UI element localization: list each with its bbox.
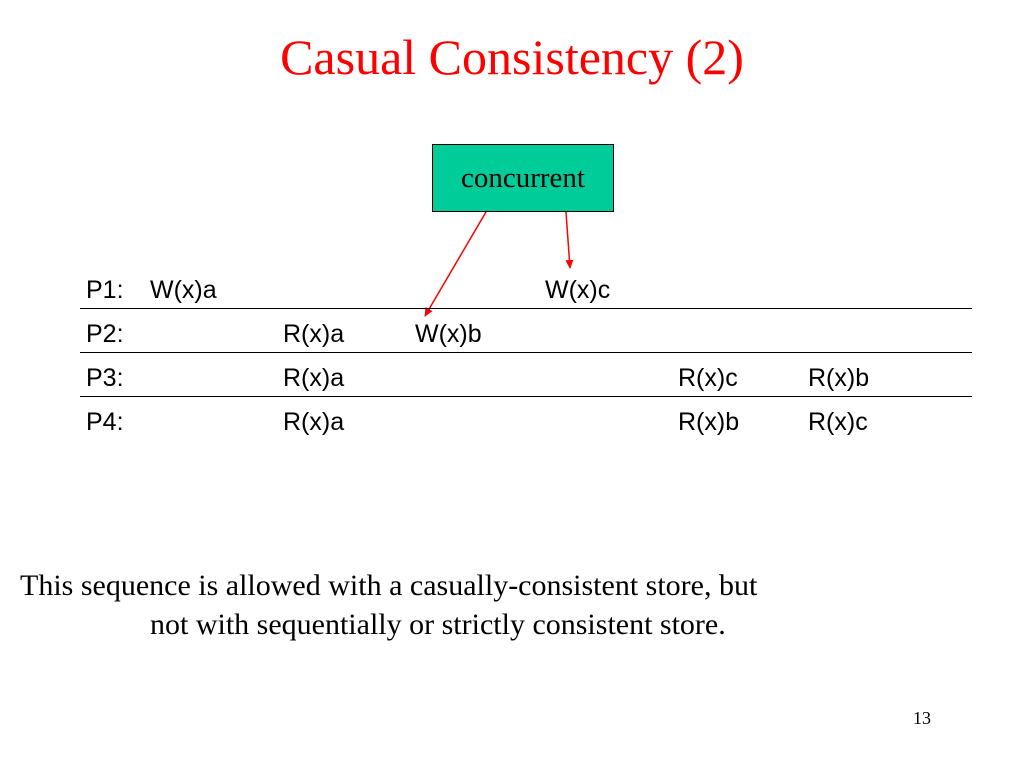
operation-cell: R(x)b — [808, 364, 870, 392]
page-number: 13 — [913, 708, 931, 728]
operation-cell: W(x)c — [545, 276, 611, 304]
operation-cell: W(x)a — [150, 276, 217, 304]
operation-cell: R(x)b — [678, 408, 740, 436]
row-divider — [80, 352, 972, 353]
process-label: P3: — [86, 364, 124, 392]
operation-cell: R(x)a — [283, 320, 345, 348]
caption-line-1: This sequence is allowed with a casually… — [20, 569, 758, 602]
arrow-to-wxb — [424, 211, 487, 317]
caption-line-2: not with sequentially or strictly consis… — [150, 608, 726, 641]
operation-cell: R(x)a — [283, 408, 345, 436]
row-divider — [80, 308, 972, 309]
concurrent-callout-label: concurrent — [461, 161, 585, 194]
process-label: P4: — [86, 408, 124, 436]
process-label: P2: — [86, 320, 124, 348]
arrow-to-wxc — [565, 211, 574, 269]
operation-cell: R(x)c — [678, 364, 738, 392]
process-label: P1: — [86, 276, 124, 304]
slide-title: Casual Consistency (2) — [280, 29, 744, 85]
operation-cell: R(x)a — [283, 364, 345, 392]
operation-cell: R(x)c — [808, 408, 868, 436]
row-divider — [80, 396, 972, 397]
concurrent-callout-box: concurrent — [432, 144, 614, 212]
slide-caption: This sequence is allowed with a casually… — [20, 566, 1010, 644]
operation-cell: W(x)b — [415, 320, 482, 348]
